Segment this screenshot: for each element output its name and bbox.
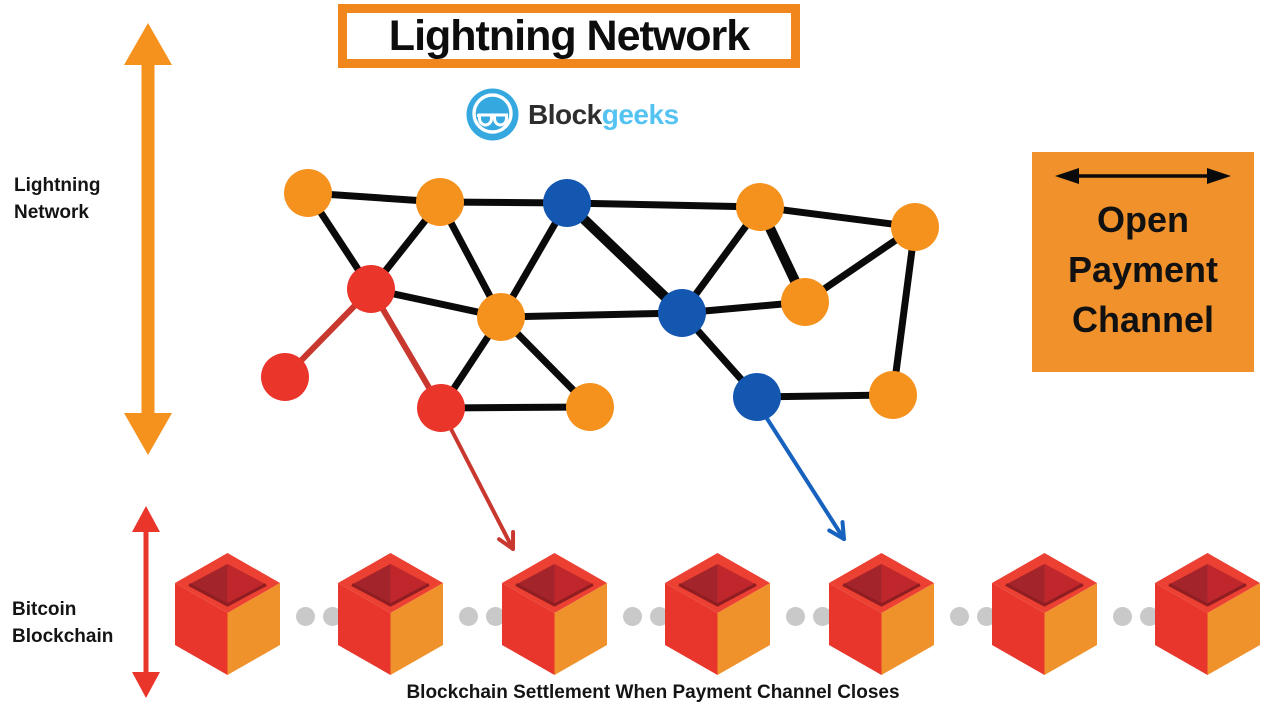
channel-node-orange (416, 178, 464, 226)
block-cube-icon (502, 553, 607, 675)
bitcoin-block (1155, 553, 1260, 675)
chain-link-dot (323, 607, 342, 626)
open-channel-line3: Channel (1071, 299, 1214, 340)
bitcoin-block (829, 553, 934, 675)
bitcoin-block (992, 553, 1097, 675)
lightning-span-arrow-icon (124, 23, 172, 455)
chain-link-dot (1140, 607, 1159, 626)
bitcoin-blockchain-row (0, 553, 1280, 677)
channel-edge (563, 199, 686, 317)
settlement-arrowhead-icon (827, 528, 846, 541)
chain-link-dot (296, 607, 315, 626)
channel-node-blue (733, 373, 781, 421)
chain-link-dot (1113, 607, 1132, 626)
bitcoin-blockchain-span-arrow-icon (132, 506, 160, 698)
brand-name-light: geeks (601, 98, 679, 130)
settlement-arrow (448, 426, 515, 550)
bitcoin-blockchain-label: Bitcoin Blockchain (12, 596, 113, 650)
bitcoin-block (175, 553, 280, 675)
channel-edge (500, 309, 683, 321)
chain-link-dot (786, 607, 805, 626)
channel-node-blue (658, 289, 706, 337)
channel-edge (440, 403, 591, 412)
block-cube-icon (665, 553, 770, 675)
open-payment-channel-box: Open Payment Channel (1032, 152, 1254, 372)
channel-node-orange (781, 278, 829, 326)
bitcoin-block (502, 553, 607, 675)
lightning-label-line2: Network (14, 202, 89, 223)
channel-node-orange (736, 183, 784, 231)
blockgeeks-logo-icon (466, 88, 519, 141)
chain-link-dot (650, 607, 669, 626)
blockgeeks-brand: Blockgeeks (466, 88, 679, 141)
brand-name-dark: Block (528, 98, 602, 130)
channel-node-red (417, 384, 465, 432)
open-channel-line2: Payment (1067, 249, 1219, 290)
channel-node-orange (869, 371, 917, 419)
block-cube-icon (829, 553, 934, 675)
chain-link-dot (459, 607, 478, 626)
channel-node-orange (477, 293, 525, 341)
channel-node-orange (891, 203, 939, 251)
settlement-arrowhead-icon (497, 537, 515, 551)
bitcoin-label-line1: Bitcoin (12, 599, 77, 620)
channel-node-red (347, 265, 395, 313)
chain-link-dot (813, 607, 832, 626)
block-cube-icon (992, 553, 1097, 675)
chain-link-dot (950, 607, 969, 626)
channel-node-red (261, 353, 309, 401)
bitcoin-label-line2: Blockchain (12, 626, 114, 647)
chain-link-dot (486, 607, 505, 626)
horizontal-double-arrow-icon (1055, 168, 1231, 184)
channel-edge (759, 203, 916, 231)
settlement-arrow (764, 415, 846, 541)
title-box: Lightning Network (338, 4, 800, 68)
channel-node-orange (566, 383, 614, 431)
open-channel-line1: Open (1096, 199, 1189, 240)
chain-link-dot (977, 607, 996, 626)
block-cube-icon (175, 553, 280, 675)
block-cube-icon (1155, 553, 1260, 675)
channel-node-blue (543, 179, 591, 227)
bitcoin-block (665, 553, 770, 675)
brand-name: Blockgeeks (528, 99, 679, 131)
block-cube-icon (338, 553, 443, 675)
bitcoin-block (338, 553, 443, 675)
channel-node-orange (284, 169, 332, 217)
settlement-caption: Blockchain Settlement When Payment Chann… (406, 682, 900, 703)
settlement-arrowhead-icon (840, 520, 846, 541)
channel-edge (566, 199, 761, 211)
lightning-label-line1: Lightning (14, 175, 101, 196)
channel-edge (889, 226, 919, 396)
page-title: Lightning Network (388, 11, 750, 60)
chain-link-dot (623, 607, 642, 626)
lightning-network-label: Lightning Network (14, 172, 101, 226)
